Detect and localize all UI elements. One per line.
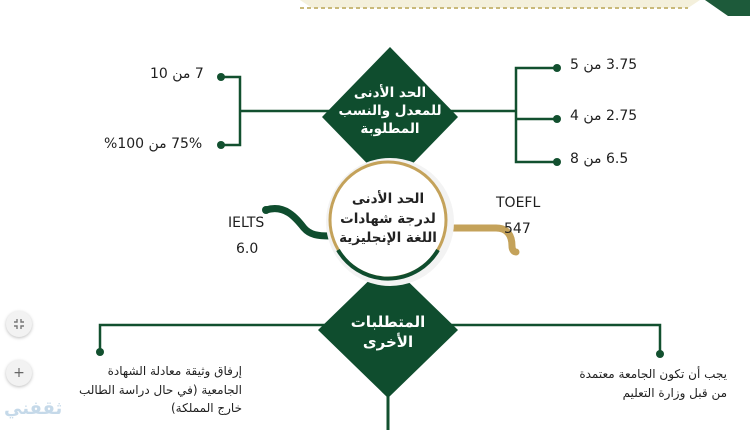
top-banner [300, 0, 700, 8]
fullscreen-button[interactable] [6, 311, 32, 337]
ielts-score: 6.0 [236, 241, 259, 257]
diamond-top-label: الحد الأدنى للمعدل والنسب المطلوبة [335, 84, 445, 139]
diamond-bottom-line2: الأخرى [362, 333, 414, 352]
diamond-top-line3: المطلوبة [360, 121, 420, 138]
ielts-connector [262, 205, 334, 240]
bottom-left-text: إرفاق وثيقة معادلة الشهادة الجامعية (في … [52, 362, 242, 418]
bottom-left-line1: إرفاق وثيقة معادلة الشهادة [107, 364, 242, 378]
diamond-top-line2: للمعدل والنسب [338, 103, 442, 120]
diamond-bottom-shape [318, 262, 458, 398]
toefl-label: TOEFL [496, 195, 541, 211]
dot-bottom-right [656, 350, 664, 358]
dot-top-left-1 [217, 73, 225, 81]
connector-top-left [221, 75, 340, 147]
circle-line1: الحد الأدنى [351, 191, 425, 207]
circle-green-arc [336, 248, 440, 281]
circle-center-label: الحد الأدنى لدرجة شهادات اللغة الإنجليزي… [330, 190, 446, 249]
zoom-in-button[interactable]: + [6, 360, 32, 386]
left-item-1: 7 من 10 [150, 66, 204, 82]
dot-top-right-3 [553, 158, 561, 166]
bottom-right-line2: من قبل وزارة التعليم [622, 386, 727, 401]
diamond-top-line1: الحد الأدنى [353, 85, 427, 101]
connector-top-right [440, 66, 557, 164]
left-item-2: 75% من 100% [104, 136, 203, 152]
dot-top-left-2 [217, 141, 225, 149]
bottom-right-line1: يجب أن تكون الجامعة معتمدة [579, 367, 727, 381]
bottom-left-line3: خارج المملكة) [170, 401, 242, 416]
circle-line2: لدرجة شهادات [340, 210, 436, 227]
circle-line3: اللغة الإنجليزية [339, 230, 437, 247]
watermark-logo: ثقفني [4, 398, 63, 419]
bottom-left-line2: الجامعية (في حال دراسة الطالب [78, 382, 242, 397]
collapse-arrows-icon [14, 319, 24, 329]
diamond-bottom-line1: المتطلبات [350, 313, 426, 331]
dot-bottom-left [96, 348, 104, 356]
bottom-right-text: يجب أن تكون الجامعة معتمدة من قبل وزارة … [545, 365, 727, 403]
right-item-3: 6.5 من 8 [570, 151, 629, 167]
dot-top-right-2 [553, 115, 561, 123]
toefl-score: 547 [504, 221, 531, 237]
ielts-dot [262, 206, 270, 214]
toefl-connector [444, 224, 520, 256]
diamond-bottom-label: المتطلبات الأخرى [338, 312, 438, 353]
right-item-1: 3.75 من 5 [570, 57, 638, 73]
corner-shape [705, 0, 750, 16]
right-item-2: 2.75 من 4 [570, 108, 638, 124]
ielts-label: IELTS [228, 215, 265, 231]
dot-top-right-1 [553, 64, 561, 72]
diamond-top-shape [322, 47, 458, 187]
